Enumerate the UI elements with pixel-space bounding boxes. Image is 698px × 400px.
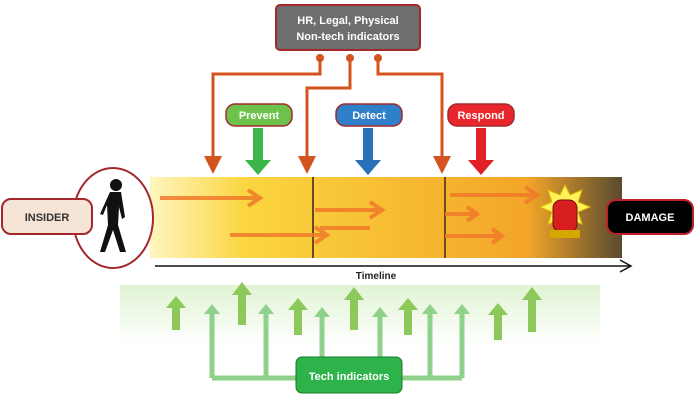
detect-label: Detect bbox=[352, 110, 386, 122]
detect-arrow-icon bbox=[355, 128, 381, 175]
phase-prevent: Prevent bbox=[225, 103, 293, 175]
tech-up-arrows bbox=[166, 282, 542, 340]
flow-arrows bbox=[160, 185, 541, 245]
prevent-label: Prevent bbox=[239, 110, 280, 122]
tech-connectors bbox=[209, 312, 465, 381]
non-tech-indicators-box: HR, Legal, Physical Non-tech indicators bbox=[275, 4, 421, 51]
damage: DAMAGE bbox=[606, 199, 694, 235]
insider: INSIDER bbox=[1, 167, 154, 269]
connector-respond bbox=[376, 58, 451, 174]
connector-prevent bbox=[204, 58, 322, 174]
respond-arrow-icon bbox=[468, 128, 494, 175]
phase-detect: Detect bbox=[335, 103, 403, 175]
top-box-line2: Non-tech indicators bbox=[296, 31, 399, 43]
tech-indicators: Tech indicators bbox=[120, 282, 600, 394]
insider-label: INSIDER bbox=[25, 212, 70, 224]
connector-detect bbox=[298, 58, 352, 174]
top-box-line1: HR, Legal, Physical bbox=[297, 15, 398, 27]
timeline-label: Timeline bbox=[356, 271, 397, 282]
phase-respond: Respond bbox=[447, 103, 515, 175]
non-tech-connectors bbox=[204, 58, 451, 174]
connector-dots bbox=[316, 54, 382, 62]
damage-label: DAMAGE bbox=[626, 212, 675, 224]
prevent-arrow-icon bbox=[245, 128, 271, 175]
tech-connector-heads bbox=[204, 304, 470, 317]
alarm-light-icon bbox=[538, 183, 592, 238]
tech-indicators-label: Tech indicators bbox=[309, 371, 389, 383]
respond-label: Respond bbox=[457, 110, 504, 122]
timeline-axis: Timeline bbox=[155, 259, 633, 282]
timeline-band bbox=[150, 177, 622, 258]
walking-person-icon bbox=[100, 179, 126, 252]
